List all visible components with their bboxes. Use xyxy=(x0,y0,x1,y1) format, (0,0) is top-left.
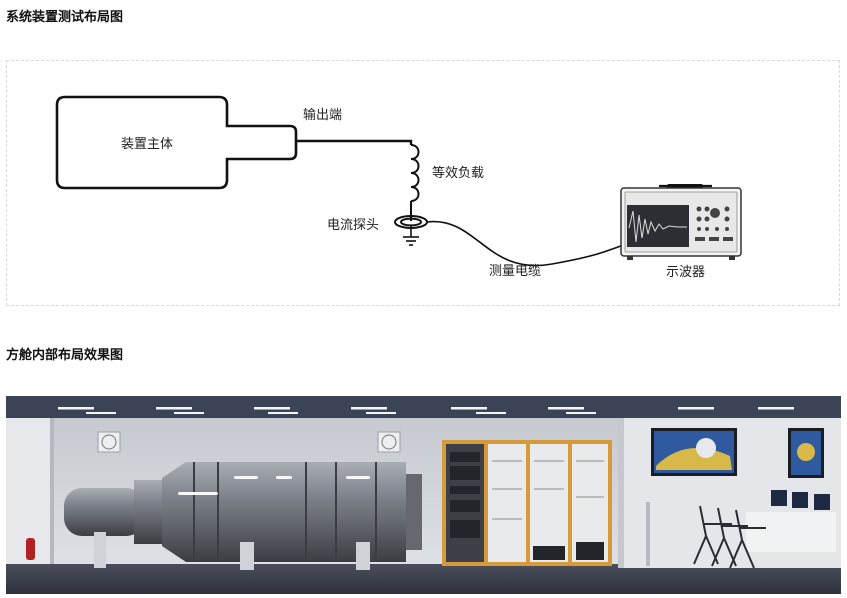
probe-label: 电流探头 xyxy=(327,218,379,233)
section-title-layout: 系统装置测试布局图 xyxy=(6,10,124,25)
test-layout-diagram: 装置主体 输出端 等效负载 电流探头 测量电缆 xyxy=(6,60,840,306)
load-label: 等效负载 xyxy=(432,165,484,181)
cabin-render-image xyxy=(6,396,841,594)
measurement-cable xyxy=(426,220,630,267)
wall-display-right xyxy=(788,428,824,478)
ground-symbol-icon xyxy=(403,225,419,246)
cabin-render-svg xyxy=(6,396,841,594)
section-title-cabin: 方舱内部布局效果图 xyxy=(6,348,124,363)
chairs xyxy=(693,505,766,569)
console-monitors xyxy=(771,490,830,510)
oscilloscope-icon xyxy=(620,184,742,260)
diagram-svg: 装置主体 输出端 等效负载 电流探头 测量电缆 xyxy=(55,95,742,280)
ceiling-lights xyxy=(58,407,794,414)
output-label: 输出端 xyxy=(303,107,342,123)
wall-fan-right xyxy=(377,431,401,453)
device-body-label: 装置主体 xyxy=(121,137,173,152)
cable-label: 测量电缆 xyxy=(489,263,541,279)
scope-label: 示波器 xyxy=(666,265,705,280)
fire-extinguisher xyxy=(26,538,35,560)
device-body-shape xyxy=(55,95,298,190)
inductor-coil-icon xyxy=(410,144,420,221)
output-wire xyxy=(296,139,413,145)
cylinder-device xyxy=(64,462,422,570)
ceiling xyxy=(6,396,841,418)
wall-fan-left xyxy=(97,431,121,453)
console-desk xyxy=(746,512,836,552)
floor xyxy=(6,564,841,594)
wall-display-left xyxy=(651,428,737,476)
equipment-cabinets xyxy=(442,440,612,566)
